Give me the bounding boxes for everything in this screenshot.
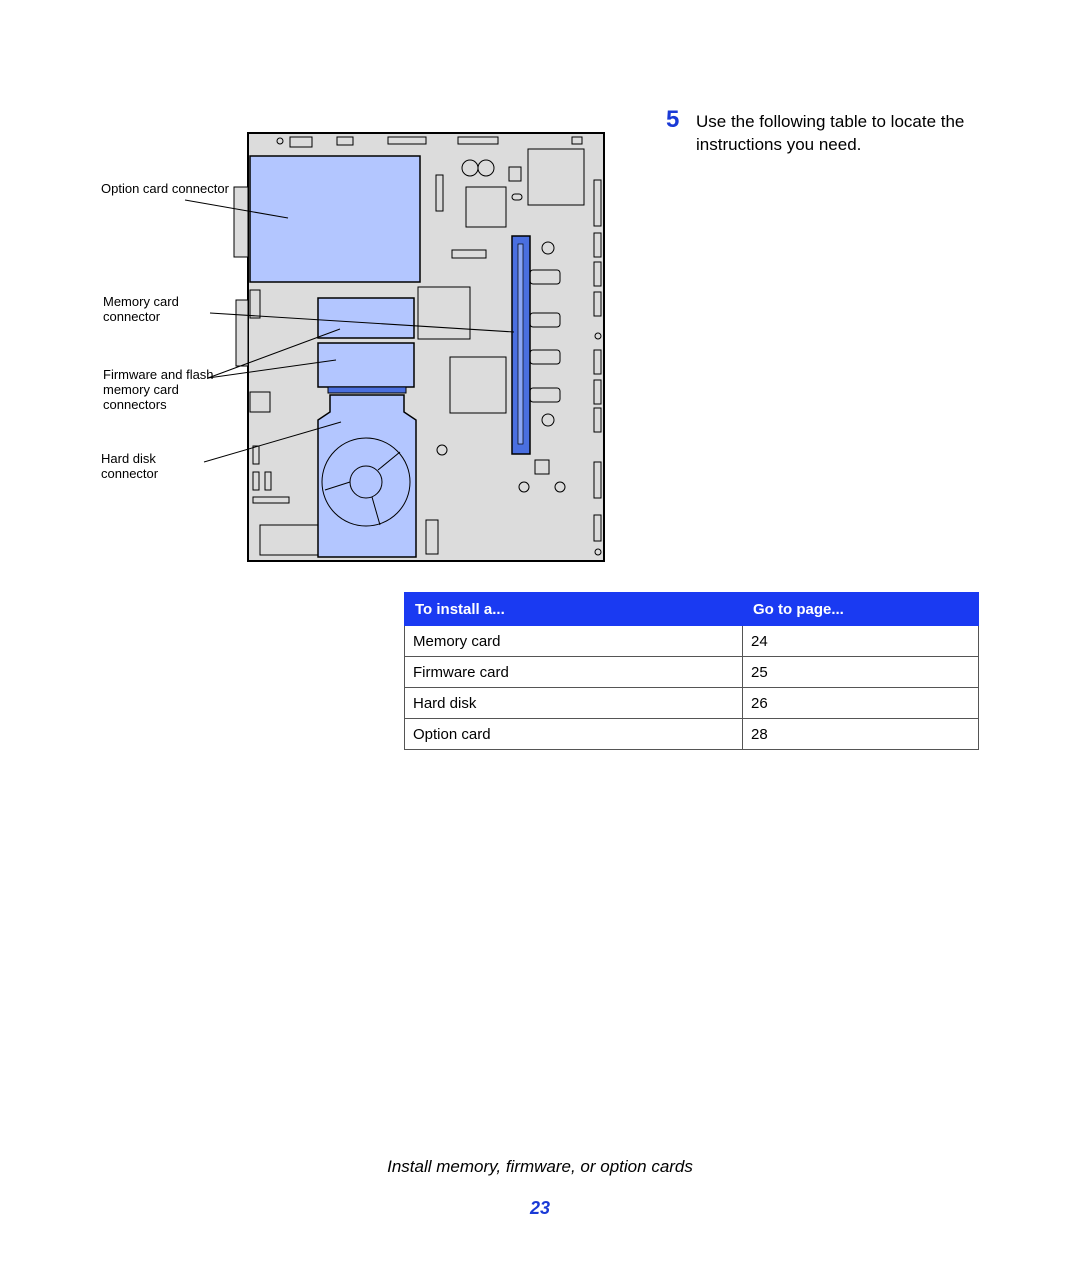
printer-board-diagram: Option card connector Memory card connec…: [90, 120, 620, 570]
step-instruction: Use the following table to locate the in…: [696, 112, 965, 154]
table-header-row: To install a... Go to page...: [404, 592, 979, 626]
table-cell-page: 24: [742, 625, 979, 657]
table-cell-item: Memory card: [404, 625, 743, 657]
table-cell-page: 28: [742, 718, 979, 750]
page-number: 23: [529, 1198, 551, 1218]
callout-memory-card-connector: Memory card connector: [103, 294, 179, 324]
table-cell-page: 26: [742, 687, 979, 719]
table-row: Hard disk 26: [404, 687, 979, 719]
system-board-illustration: [184, 132, 605, 562]
column-header-install: To install a...: [404, 592, 743, 626]
port-connector: [235, 299, 249, 367]
table-row: Option card 28: [404, 718, 979, 750]
table-cell-page: 25: [742, 656, 979, 688]
callout-firmware-flash-connectors: Firmware and flash memory card connector…: [103, 367, 214, 412]
section-title: Install memory, firmware, or option card…: [0, 1157, 1080, 1177]
callout-hard-disk-connector: Hard disk connector: [101, 451, 159, 481]
table-cell-item: Hard disk: [404, 687, 743, 719]
callout-option-card-connector: Option card connector: [101, 181, 229, 196]
parallel-port: [233, 186, 249, 258]
section-title-text: Install memory, firmware, or option card…: [387, 1157, 693, 1176]
table-cell-item: Firmware card: [404, 656, 743, 688]
flash-memory-card: [317, 342, 415, 388]
table-row: Firmware card 25: [404, 656, 979, 688]
install-page-table: To install a... Go to page... Memory car…: [404, 592, 979, 750]
option-card: [249, 155, 421, 283]
table-row: Memory card 24: [404, 625, 979, 657]
table-cell-item: Option card: [404, 718, 743, 750]
step-number: 5: [666, 106, 680, 133]
column-header-page: Go to page...: [742, 592, 979, 626]
